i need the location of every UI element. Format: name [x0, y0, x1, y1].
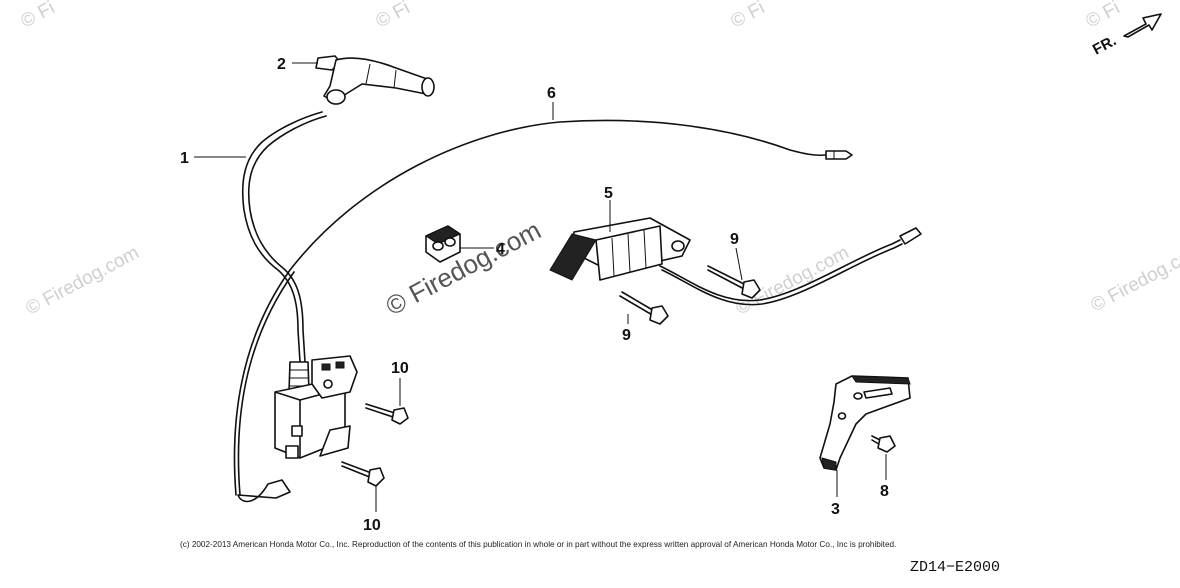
callout-8: 8 — [880, 483, 889, 500]
watermark-top-4: © Fi — [1082, 0, 1123, 32]
callout-9-lower: 9 — [622, 327, 631, 344]
callout-2: 2 — [277, 56, 286, 73]
callout-6: 6 — [547, 85, 556, 102]
callout-3: 3 — [831, 501, 840, 518]
watermark-right: © Firedog.com — [1087, 239, 1180, 316]
part-8-bolt — [871, 435, 896, 453]
diagram-code: ZD14−E2000 — [910, 559, 1000, 576]
part-10-bolt-lower — [341, 461, 385, 487]
watermark-top-2: © Fi — [372, 0, 413, 32]
watermark-center: © Firedog.com — [381, 215, 546, 322]
copyright-notice: (c) 2002-2013 American Honda Motor Co., … — [180, 540, 896, 549]
callout-1: 1 — [180, 150, 189, 167]
watermark-top-3: © Fi — [727, 0, 768, 32]
callout-9-upper: 9 — [730, 231, 739, 248]
part-9-bolt-upper — [707, 265, 761, 299]
front-direction-arrow-icon — [1123, 13, 1162, 38]
part-4-grommet — [424, 225, 462, 263]
callout-10-lower: 10 — [363, 517, 381, 534]
part-1-ignition-coil — [237, 111, 358, 503]
callout-4: 4 — [496, 241, 505, 258]
part-10-bolt-upper — [365, 403, 409, 425]
watermark-top-1: © Fi — [17, 0, 58, 32]
part-9-bolt-lower — [619, 291, 669, 325]
part-6-wire — [233, 119, 853, 496]
callout-10-upper: 10 — [391, 360, 409, 377]
callouts: 1 2 3 4 5 6 8 9 9 10 10 — [180, 56, 889, 534]
front-direction-label: FR. — [1090, 32, 1119, 58]
watermark-left: © Firedog.com — [22, 242, 142, 319]
part-2-spark-plug-cap — [315, 55, 435, 105]
callout-5: 5 — [604, 185, 613, 202]
part-3-bracket — [819, 375, 911, 471]
part-5-charge-coil — [549, 217, 922, 306]
